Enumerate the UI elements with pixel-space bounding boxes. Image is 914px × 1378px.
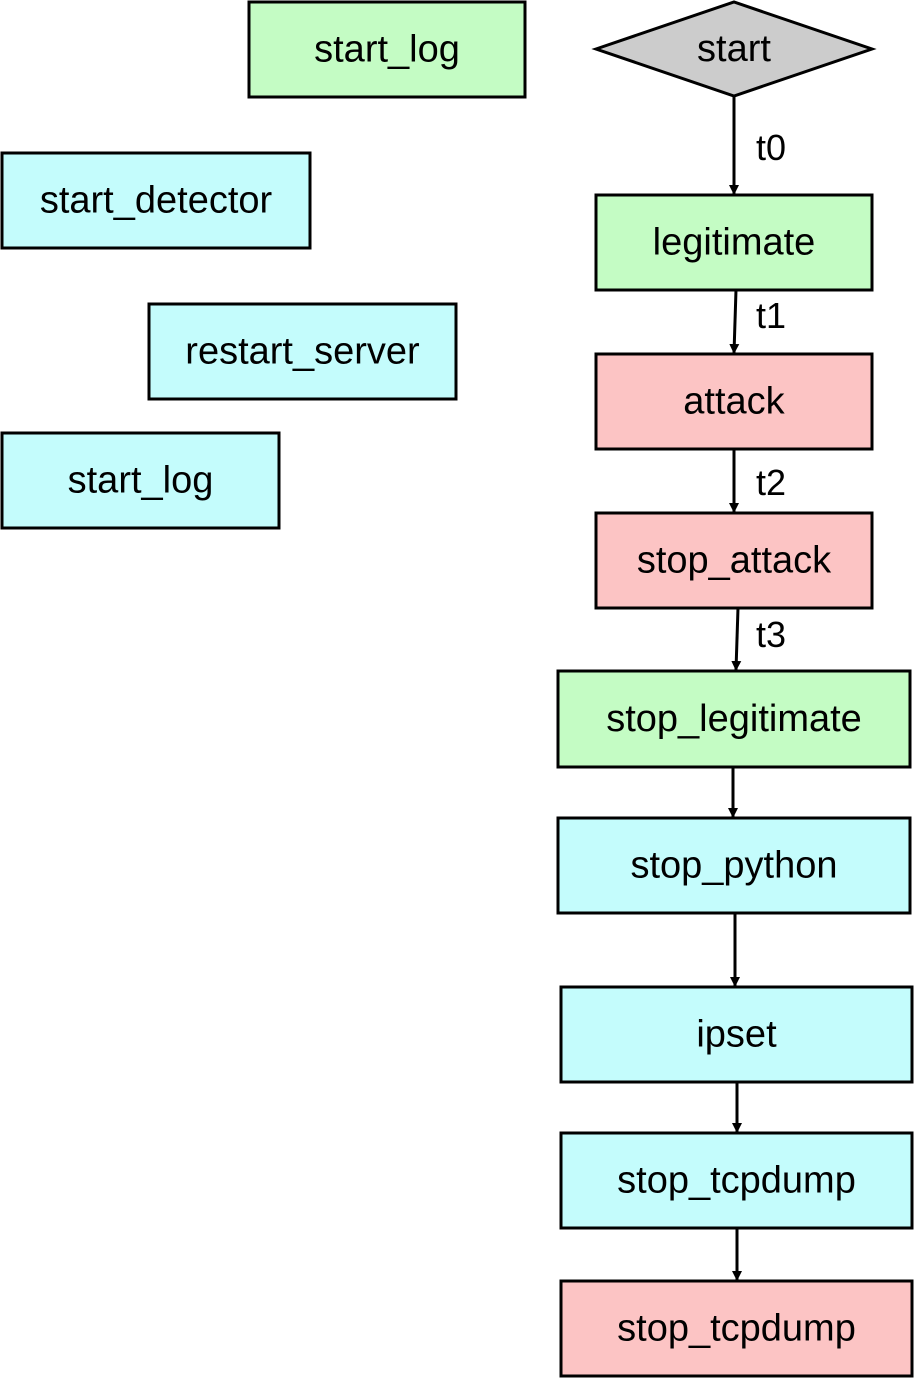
node-stop-legitimate: stop_legitimate: [556, 669, 912, 769]
node-shape-box: [594, 193, 874, 292]
node-label: stop_tcpdump: [617, 1160, 856, 1202]
edge-stop_attack-to-stop_legitimate: [731, 607, 742, 671]
node-stop-python: stop_python: [556, 816, 912, 915]
edge-label-t1: t1: [756, 295, 786, 336]
edges-layer: t0 t1 t2 t3: [728, 97, 786, 1281]
edge-legitimate-to-attack: [729, 289, 740, 354]
node-restart-server: restart_server: [147, 302, 458, 401]
node-label: start: [697, 28, 771, 70]
node-shape-box: [559, 1279, 914, 1378]
node-shape-box: [594, 511, 874, 610]
node-shape-box: [0, 151, 312, 250]
edge-label-t0: t0: [756, 127, 786, 168]
node-label: stop_tcpdump: [617, 1308, 856, 1350]
node-start-detector: start_detector: [0, 151, 312, 250]
node-label: stop_attack: [637, 540, 832, 582]
node-label: legitimate: [653, 222, 816, 264]
node-shape-box: [147, 302, 458, 401]
node-shape-box: [559, 985, 914, 1084]
node-shape-diamond: [591, 0, 877, 98]
edge-label-t3: t3: [756, 614, 786, 655]
node-legitimate: legitimate: [594, 193, 874, 292]
node-shape-box: [594, 352, 874, 451]
node-attack: attack: [594, 352, 874, 451]
node-stop-tcpdump-red: stop_tcpdump: [559, 1279, 914, 1378]
node-shape-box: [559, 1131, 914, 1230]
node-label: start_detector: [40, 180, 273, 222]
node-shape-box: [0, 431, 281, 530]
node-shape-box: [247, 0, 527, 99]
node-start: start: [591, 0, 877, 98]
node-ipset: ipset: [559, 985, 914, 1084]
node-shape-box: [556, 816, 912, 915]
edge-label-t2: t2: [756, 462, 786, 503]
node-start-log-cyan: start_log: [0, 431, 281, 530]
node-label: ipset: [696, 1014, 777, 1056]
node-label: restart_server: [185, 331, 420, 373]
node-stop-attack: stop_attack: [594, 511, 874, 610]
node-label: stop_python: [630, 845, 837, 887]
node-label: start_log: [68, 460, 214, 502]
node-stop-tcpdump-cyan: stop_tcpdump: [559, 1131, 914, 1230]
node-label: attack: [683, 381, 785, 423]
node-label: stop_legitimate: [606, 698, 862, 740]
node-start-log-green: start_log: [247, 0, 527, 99]
node-label: start_log: [314, 29, 460, 71]
node-shape-box: [556, 669, 912, 769]
